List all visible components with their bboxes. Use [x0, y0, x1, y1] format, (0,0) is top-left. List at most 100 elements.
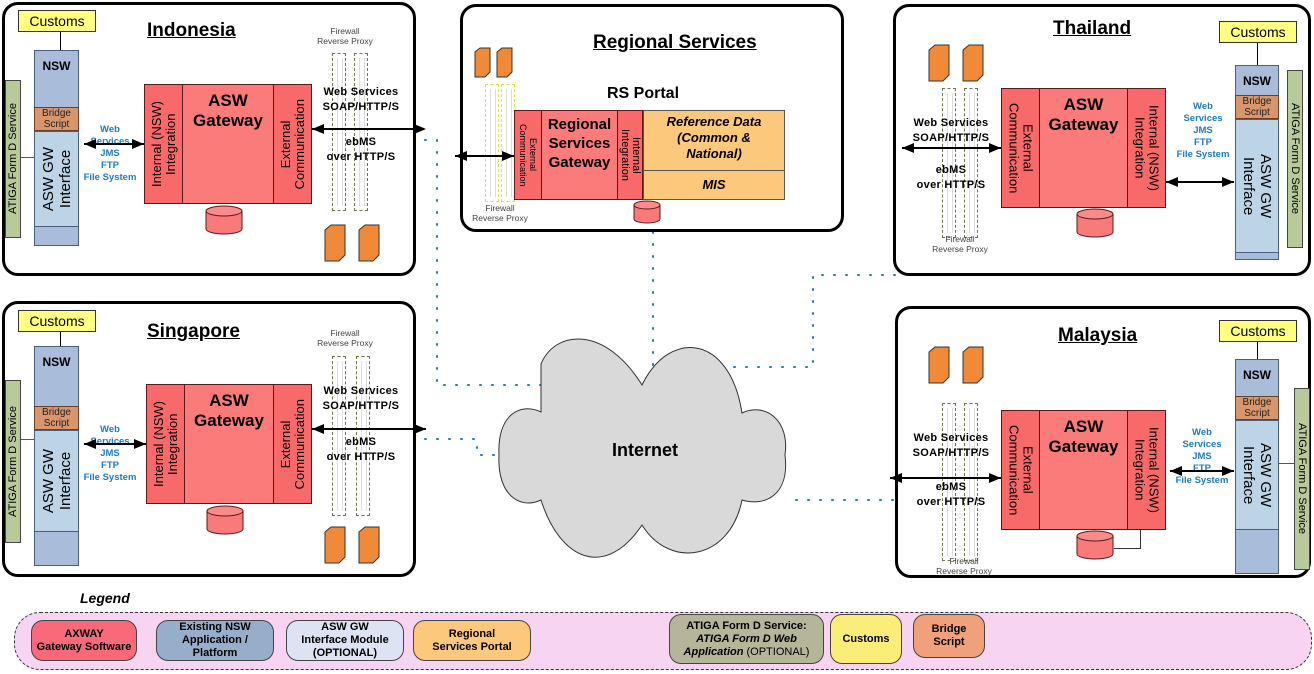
- rs-portal-title: RS Portal: [607, 85, 680, 102]
- internet-cloud: [498, 338, 787, 558]
- nsw-label: NSW: [1243, 368, 1271, 382]
- panel-title-singapore: Singapore: [147, 321, 240, 342]
- bidirectional-arrow: [84, 143, 144, 145]
- link-thailand-internet: [704, 274, 896, 368]
- bidirectional-arrow: [1170, 470, 1234, 472]
- connector: [60, 332, 61, 346]
- internal-integration: Internal (NSW)Integration: [147, 385, 185, 503]
- bidirectional-arrow: [312, 128, 424, 130]
- connector: [1257, 43, 1258, 65]
- customs-box: Customs: [1219, 21, 1297, 43]
- firewall-icon: [928, 44, 984, 82]
- reference-data: Reference Data(Common &National): [643, 110, 785, 171]
- legend-item-customs: Customs: [830, 614, 902, 664]
- nsw-label: NSW: [42, 59, 71, 73]
- panel-title-thailand: Thailand: [1053, 18, 1132, 39]
- database-icon: [1076, 208, 1114, 238]
- bidirectional-arrow: [1166, 181, 1234, 183]
- connector: [1257, 342, 1258, 359]
- firewall-icon: [928, 346, 984, 384]
- customs-box: Customs: [18, 310, 96, 332]
- firewall-icon: [324, 526, 380, 564]
- internal-integration: Internal (NSW)Integration: [145, 85, 183, 203]
- firewall-column: [942, 403, 956, 561]
- firewall-column: [332, 356, 346, 516]
- database-icon: [633, 200, 661, 224]
- firewall-icon: [474, 47, 513, 78]
- bidirectional-arrow: [455, 155, 515, 157]
- bidirectional-arrow: [84, 443, 146, 445]
- connector: [21, 439, 34, 440]
- customs-box: Customs: [18, 10, 96, 32]
- bidirectional-arrow: [890, 477, 1001, 479]
- panel-title-indonesia: Indonesia: [147, 20, 236, 41]
- legend-title: Legend: [80, 590, 130, 606]
- firewall-column: [485, 84, 499, 202]
- firewall-column: [964, 88, 978, 238]
- database-icon: [1076, 530, 1114, 560]
- database-icon: [205, 205, 243, 235]
- firewall-column: [356, 356, 370, 516]
- connector: [1114, 548, 1141, 549]
- bidirectional-arrow: [902, 147, 1001, 149]
- internet-label: Internet: [611, 440, 678, 460]
- firewall-column: [942, 88, 956, 238]
- connector: [21, 157, 34, 158]
- nsw-label: NSW: [42, 355, 71, 369]
- firewall-column: [354, 53, 368, 211]
- internal-integration: Internal (NSW)Integration: [1127, 411, 1165, 529]
- atiga-form-d-service: ATIGA Form D Service: [5, 80, 21, 238]
- firewall-column: [964, 403, 978, 561]
- firewall-column: [501, 84, 515, 202]
- mis: MIS: [643, 170, 785, 200]
- firewall-column: [332, 53, 346, 211]
- bidirectional-arrow: [312, 428, 426, 430]
- connector: [1279, 463, 1294, 464]
- customs-box: Customs: [1219, 320, 1297, 342]
- connector: [60, 32, 61, 50]
- panel-title-regional: Regional Services: [593, 32, 757, 53]
- connector: [1140, 530, 1141, 549]
- firewall-icon: [324, 224, 380, 262]
- panel-title-malaysia: Malaysia: [1058, 325, 1138, 346]
